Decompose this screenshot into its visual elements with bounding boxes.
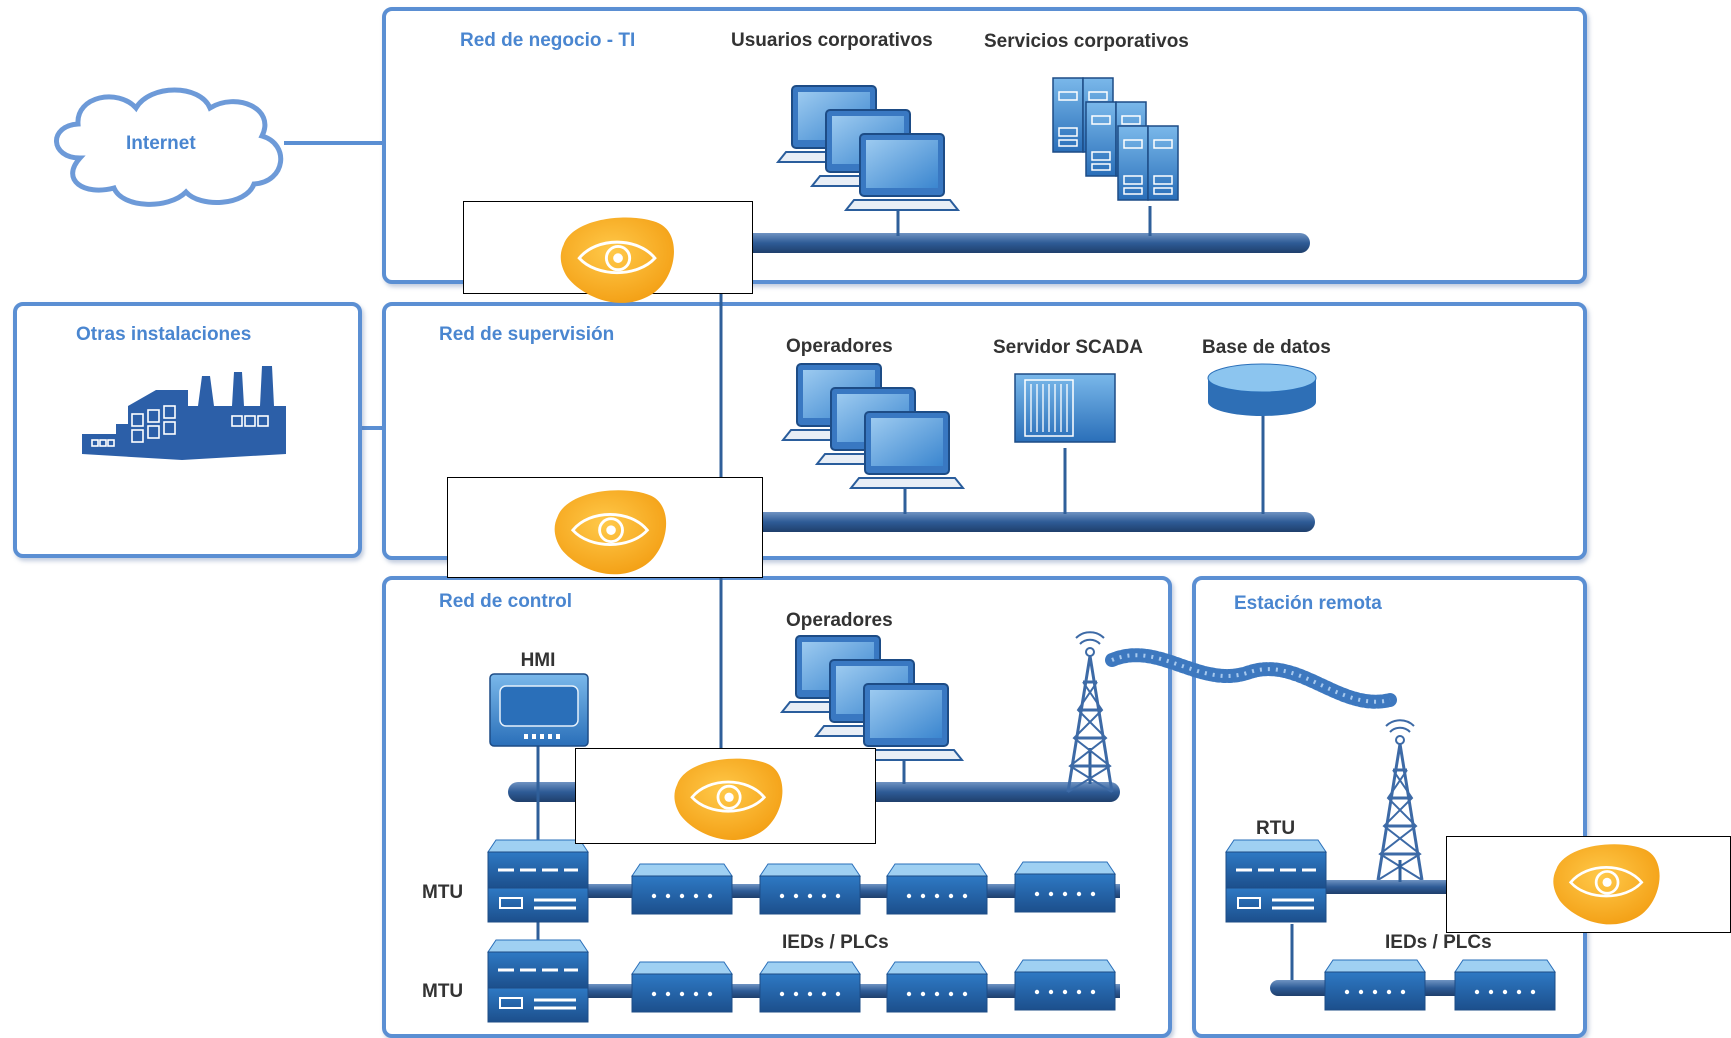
corporate-users-computers xyxy=(778,86,958,210)
supervision-operators-computers xyxy=(783,364,963,488)
control-ieds-plcs-label: IEDs / PLCs xyxy=(782,932,889,953)
ied-plc-device xyxy=(759,961,861,1013)
hmi-label: HMI xyxy=(520,650,556,671)
factory-icon xyxy=(82,366,286,460)
corporate-servers xyxy=(1052,77,1179,201)
business-bus xyxy=(700,233,1310,253)
eye-shield-icon xyxy=(673,757,784,842)
rtu-bus xyxy=(1320,880,1450,894)
corporate-users-label: Usuarios corporativos xyxy=(731,30,933,51)
eye-shield-icon xyxy=(1551,842,1661,926)
internet-label: Internet xyxy=(126,133,196,154)
remote-radio-tower xyxy=(1376,718,1424,882)
control-operators-label: Operadores xyxy=(786,610,893,631)
supervision-firewall[interactable] xyxy=(447,477,763,578)
cloud-icon xyxy=(54,87,283,207)
remote-station-title: Estación remota xyxy=(1234,593,1382,614)
supervision-network-title: Red de supervisión xyxy=(439,324,615,345)
mtu-device-1 xyxy=(486,838,590,924)
mtu-label-2: MTU xyxy=(422,981,464,1002)
ied-plc-device xyxy=(886,863,988,915)
business-firewall[interactable] xyxy=(463,201,753,305)
corporate-services-label: Servicios corporativos xyxy=(984,31,1189,52)
ied-plc-device xyxy=(886,961,988,1013)
control-operators-computers xyxy=(782,636,962,760)
scada-server-icon xyxy=(1014,373,1116,443)
supervision-operators-label: Operadores xyxy=(786,336,893,357)
ied-plc-device xyxy=(1324,959,1426,1011)
ied-plc-device xyxy=(1014,861,1116,913)
scada-server-label: Servidor SCADA xyxy=(993,337,1143,358)
control-network-title: Red de control xyxy=(439,591,573,612)
ied-plc-device xyxy=(759,863,861,915)
other-installations-title: Otras instalaciones xyxy=(76,324,252,345)
ied-plc-device xyxy=(631,961,733,1013)
ied-plc-device xyxy=(631,863,733,915)
database-icon xyxy=(1207,363,1317,416)
database-label: Base de datos xyxy=(1202,337,1331,358)
eye-shield-icon xyxy=(553,488,668,576)
hmi-icon xyxy=(489,673,589,747)
rtu-device xyxy=(1224,838,1328,924)
wireless-signal xyxy=(1105,648,1397,709)
mtu-label-1: MTU xyxy=(422,882,464,903)
supervision-bus xyxy=(700,512,1315,532)
mtu-device-2 xyxy=(486,938,590,1024)
ied-plc-device xyxy=(1454,959,1556,1011)
eye-shield-icon xyxy=(559,216,676,305)
business-network-title: Red de negocio - TI xyxy=(460,30,636,51)
control-firewall[interactable] xyxy=(575,748,876,844)
remote-ieds-plcs-label: IEDs / PLCs xyxy=(1385,932,1492,953)
ied-plc-device xyxy=(1014,959,1116,1011)
rtu-label: RTU xyxy=(1256,818,1296,839)
remote-firewall[interactable] xyxy=(1446,836,1731,933)
